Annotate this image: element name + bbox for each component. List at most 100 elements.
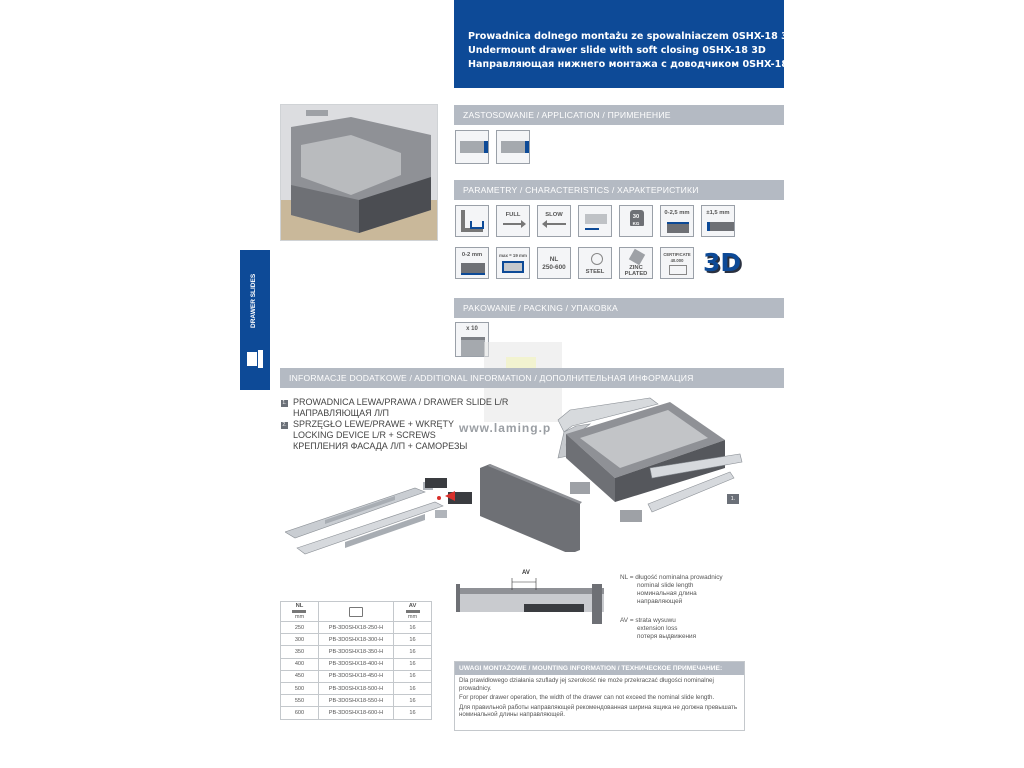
item-number: 2. [281, 422, 288, 429]
max-thickness-value: max = 19 mm [499, 253, 527, 258]
note-nl-en: nominal slide length [637, 582, 694, 589]
header-av-label: AV [408, 603, 417, 609]
category-label: DRAWER SLIDES [250, 273, 257, 328]
cell-nl: 600 [280, 706, 319, 720]
nl-label: NL [549, 256, 559, 263]
package-qty: x 10 [466, 326, 478, 332]
certificate-cycles: 40.000 [670, 258, 684, 263]
soft-close-icon: SLOW [537, 205, 571, 237]
cell-code: PB-3D0SHX18-350-H [317, 645, 395, 659]
height-adjustment-icon: 0-2,5 mm [660, 205, 694, 237]
section-packing: PAKOWANIE / PACKING / УПАКОВКА [454, 298, 784, 318]
slide-length-icon [292, 610, 307, 613]
slide-parts-illustration [285, 478, 472, 555]
av-label: AV [522, 570, 530, 576]
item-text: SPRZĘGŁO LEWE/PRAWE + WKRĘTY [293, 419, 454, 429]
steel-label: STEEL [585, 269, 605, 275]
cell-code: PB-3D0SHX18-500-H [317, 681, 395, 696]
load-unit: KG [632, 221, 640, 226]
nominal-length-icon: NL 250-600 [537, 247, 571, 279]
application-drawer-icon [455, 130, 489, 164]
side-adjustment-icon: ±1,5 mm [701, 205, 735, 237]
side-adjustment-value: ±1,5 mm [706, 210, 730, 216]
category-side-tab: DRAWER SLIDES [240, 250, 270, 390]
mounting-info-box: UWAGI MONTAŻOWE / MOUNTING INFORMATION /… [454, 661, 745, 731]
depth-adjustment-icon: 0-2 mm [455, 247, 489, 279]
slide-icon [247, 350, 263, 368]
cell-nl: 550 [280, 694, 319, 708]
cell-code: PB-3D0SHX18-300-H [317, 633, 395, 647]
header-av-unit: mm [407, 614, 418, 620]
cell-code: PB-3D0SHX18-550-H [317, 694, 395, 708]
page-header: Prowadnica dolnego montażu ze spowalniac… [454, 0, 806, 88]
callout-number: 1. [727, 494, 739, 504]
cell-nl: 350 [280, 645, 319, 659]
header-code [317, 601, 395, 622]
header-nl: NL mm [280, 601, 319, 622]
section-application: ZASTOSOWANIE / APPLICATION / ПРИМЕНЕНИЕ [454, 105, 784, 125]
cell-av: 16 [393, 620, 432, 635]
note-av: AV = strata wysuwu [620, 617, 676, 624]
cell-av: 16 [393, 706, 432, 720]
drawer-photo [280, 104, 438, 241]
slow-label: SLOW [545, 212, 563, 218]
watermark-url: www.laming.p [459, 421, 552, 435]
list-item: 2. SPRZĘGŁO LEWE/PRAWE + WKRĘTY [281, 419, 454, 430]
item-text: НАПРАВЛЯЮЩАЯ Л/П [293, 408, 389, 418]
note-nl-ru: номинальная длина [637, 590, 697, 597]
full-extension-icon: FULL [496, 205, 530, 237]
max-thickness-icon: max = 19 mm [496, 247, 530, 279]
height-adjustment-value: 0-2,5 mm [664, 210, 690, 216]
certificate-icon: CERTIFICATE 40.000 [660, 247, 694, 279]
list-item: 1.PROWADNICA LEWA/PRAWA / DRAWER SLIDE L… [281, 397, 508, 408]
cell-nl: 400 [280, 657, 319, 671]
note-nl-ru-2: направляющей [637, 598, 683, 605]
cell-nl: 450 [280, 669, 319, 683]
item-text: PROWADNICA LEWA/PRAWA / DRAWER SLIDE L/R [293, 397, 509, 407]
zinc-plated-icon: ZINC PLATED [619, 247, 653, 279]
header-av: AV mm [393, 601, 432, 622]
application-cabinet-icon [496, 130, 530, 164]
title-pl: Prowadnica dolnego montażu ze spowalniac… [468, 31, 796, 42]
zinc-label: ZINC PLATED [624, 265, 648, 277]
section-characteristics: PARAMETRY / CHARACTERISTICS / ХАРАКТЕРИС… [454, 180, 784, 200]
cell-nl: 500 [280, 681, 319, 696]
folder-icon [348, 606, 363, 617]
steel-icon: STEEL [578, 247, 612, 279]
item-text: КРЕПЛЕНИЯ ФАСАДА Л/П + САМОРЕЗЫ [293, 441, 468, 451]
package-box-icon: x 10 [455, 322, 489, 357]
cell-av: 16 [393, 633, 432, 647]
extension-loss-icon [405, 610, 420, 613]
note-av-ru: потеря выдвижения [637, 633, 697, 640]
table-header-row: NL mm AV mm [280, 601, 432, 622]
header-nl-unit: mm [294, 614, 305, 620]
3d-adjustment-icon: 3D [703, 247, 742, 279]
mounting-info-pl: Dla prawidłowego działania szuflady jej … [459, 677, 714, 692]
drawer-assembly-illustration [480, 397, 743, 552]
nl-range: 250-600 [542, 264, 566, 271]
cell-code: PB-3D0SHX18-400-H [317, 657, 395, 671]
cell-av: 16 [393, 694, 432, 708]
title-en: Undermount drawer slide with soft closin… [468, 45, 766, 56]
load-weight-icon: 30 KG [619, 205, 653, 237]
cell-code: PB-3D0SHX18-450-H [317, 669, 395, 683]
note-av-en: extension loss [637, 625, 678, 632]
mounting-info-en: For proper drawer operation, the width o… [459, 694, 715, 702]
cell-code: PB-3D0SHX18-600-H [317, 706, 395, 720]
cell-av: 16 [393, 645, 432, 659]
load-value: 30 [632, 214, 640, 220]
push-close-icon [578, 205, 612, 237]
undermount-icon [455, 205, 489, 237]
drawer-photo-illustration [281, 105, 437, 240]
3d-label: 3D [703, 248, 742, 277]
cell-av: 16 [393, 669, 432, 683]
header-nl-label: NL [295, 603, 304, 609]
